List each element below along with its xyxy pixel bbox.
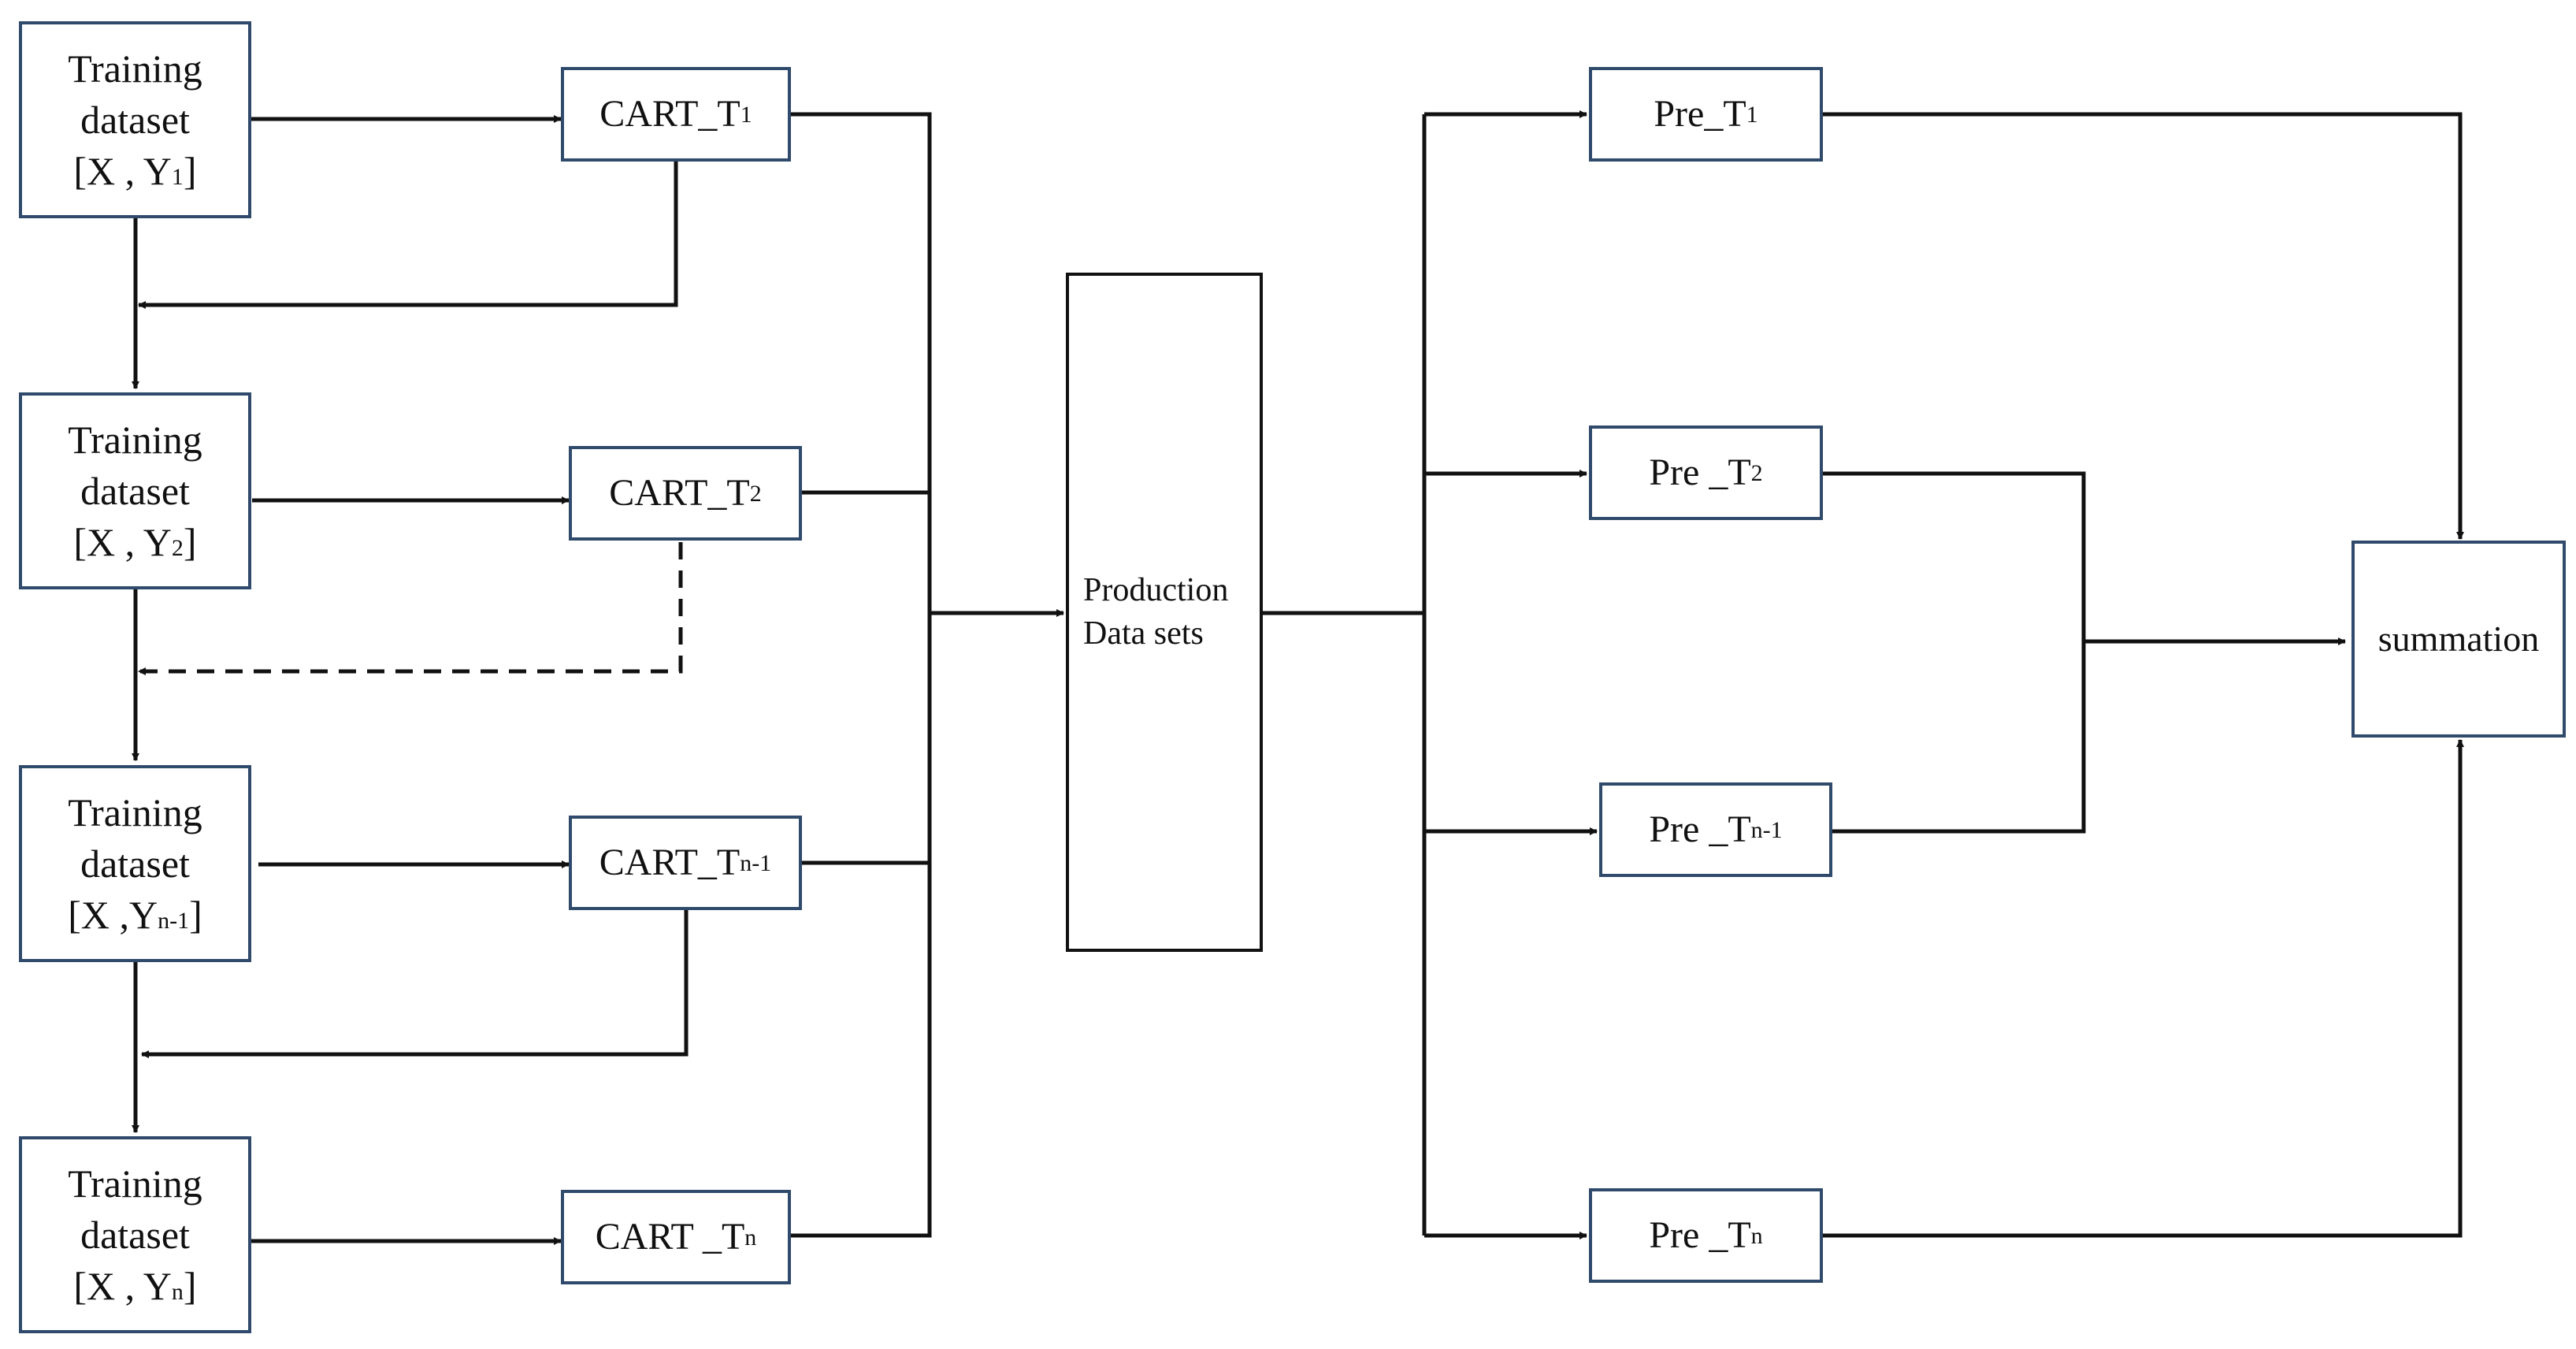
production-data-sets-box: Production Data sets bbox=[1066, 273, 1263, 952]
training-line2: dataset bbox=[80, 1212, 190, 1257]
training-line1: Training bbox=[68, 46, 202, 91]
training-label: [X , Y2] bbox=[73, 519, 197, 564]
training-line2: dataset bbox=[80, 468, 190, 513]
training-line2: dataset bbox=[80, 97, 190, 142]
summation-box: summation bbox=[2351, 541, 2566, 738]
training-line2: dataset bbox=[80, 841, 190, 886]
training-label: [X , Y1] bbox=[73, 148, 197, 193]
training-label: [X ,Yn-1] bbox=[68, 892, 202, 937]
production-line1: Production bbox=[1083, 572, 1229, 609]
bus-cart1 bbox=[791, 112, 932, 1238]
training-dataset-box-2: Training dataset [X , Y2] bbox=[19, 392, 251, 589]
feedback-cart3 bbox=[141, 910, 689, 1058]
training-dataset-box-3: Training dataset [X ,Yn-1] bbox=[19, 765, 251, 962]
training-line1: Training bbox=[68, 417, 202, 462]
training-dataset-box-4: Training dataset [X , Yn] bbox=[19, 1136, 251, 1333]
production-line2: Data sets bbox=[1083, 615, 1204, 652]
summation-label: summation bbox=[2377, 619, 2540, 660]
feedback-cart1 bbox=[138, 161, 678, 309]
arrow-pre1-summation bbox=[1822, 112, 2464, 540]
training-line1: Training bbox=[68, 790, 202, 834]
arrow-pre4-summation bbox=[1822, 739, 2464, 1238]
training-dataset-box-1: Training dataset [X , Y1] bbox=[19, 21, 251, 218]
training-line1: Training bbox=[68, 1161, 202, 1206]
training-label: [X , Yn] bbox=[73, 1263, 197, 1308]
feedback-cart2-dashed bbox=[138, 542, 683, 675]
line-pre2-merge bbox=[1822, 471, 2086, 834]
